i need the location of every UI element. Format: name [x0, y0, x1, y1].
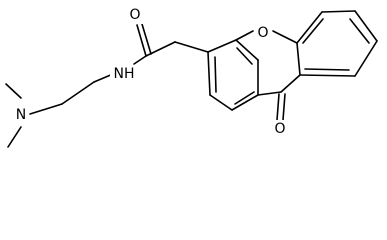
bond-carbonyl-ch2: [145, 41, 176, 57]
label-bg-amide-nh: [110, 65, 138, 83]
bond-ring-a-3: [231, 94, 259, 111]
label-bg-amide-o: [127, 6, 143, 24]
bond-n-ch2: [29, 103, 63, 115]
bond-ch2-ch2: [61, 81, 95, 105]
bond-ketone-a: [276, 93, 280, 121]
bond-center-2: [272, 30, 298, 44]
amide-oxygen-label: O: [129, 7, 140, 23]
bonds: [5, 10, 378, 148]
bond-ring-a-2: [209, 94, 233, 111]
bond-co-double-a: [136, 24, 147, 57]
bond-ring-b-4: [354, 40, 378, 77]
bond-ring-b-inner-1: [302, 18, 324, 44]
bond-ring-b-5: [299, 74, 356, 77]
molecule-canvas: N NH O O O: [5, 6, 378, 148]
bond-ring-b-1: [296, 11, 323, 44]
bond-center-5: [257, 91, 282, 96]
bond-ring-b-2: [321, 10, 356, 13]
bond-ring-a-1: [207, 51, 211, 96]
bond-ring-b-3: [354, 10, 378, 42]
label-bg-ketone-o: [272, 120, 288, 138]
bond-center-4: [280, 74, 301, 93]
bond-co-double-b: [141, 23, 152, 55]
amide-nh-label: NH: [114, 66, 135, 82]
bond-ring-a-inner-2: [234, 91, 255, 105]
ring-oxygen-label: O: [257, 25, 268, 41]
bond-ch2-nh: [93, 73, 114, 83]
bond-methyl-2: [7, 126, 22, 148]
bond-ring-a-5: [235, 39, 259, 61]
bond-ring-a-inner-1: [214, 56, 217, 93]
chemical-structure: N NH O O O: [5, 6, 378, 148]
ketone-oxygen-label: O: [274, 121, 285, 137]
amine-nitrogen-label: N: [16, 107, 26, 123]
bond-ketone-b: [282, 93, 286, 121]
bond-center-1: [235, 30, 254, 41]
bond-methyl-1: [5, 83, 22, 99]
bond-center-3: [296, 42, 301, 76]
atom-labels: N NH O O O: [13, 6, 288, 138]
label-bg-amine-n: [13, 106, 29, 124]
bond-ring-a-inner-3: [236, 47, 253, 65]
bond-nh-carbonyl: [133, 55, 147, 65]
bond-ring-b-inner-3: [304, 68, 350, 71]
bond-ring-a-6: [207, 39, 237, 53]
label-bg-ring-o: [255, 24, 271, 42]
bond-ch2-ring: [174, 41, 209, 53]
bond-ring-b-inner-2: [349, 18, 370, 44]
